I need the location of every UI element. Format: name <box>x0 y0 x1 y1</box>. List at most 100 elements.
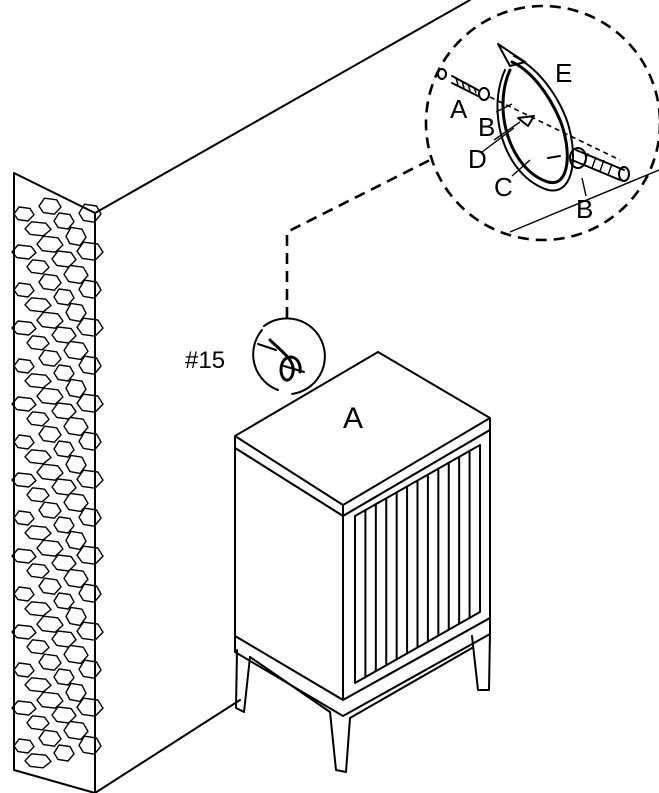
stone-shape <box>78 279 102 299</box>
stone-wall-edge <box>11 172 104 793</box>
stone-shape <box>11 472 37 488</box>
stone-shape <box>53 212 75 230</box>
detail-label-b-wall: B <box>478 112 495 142</box>
stone-shape <box>65 682 87 703</box>
stone-shape <box>65 302 87 323</box>
stone-shape <box>13 738 35 754</box>
strap-icon <box>268 338 302 382</box>
leg-front <box>329 711 351 773</box>
stone-shape <box>24 601 52 617</box>
stone-shape <box>51 478 77 496</box>
strap-callout: #15 <box>185 317 326 395</box>
stone-shape <box>36 539 64 557</box>
stone-shape <box>76 393 104 413</box>
stone-shape <box>76 469 104 489</box>
stone-shape <box>38 349 62 367</box>
stone-shape <box>63 416 89 437</box>
stone-shape <box>65 606 87 627</box>
detail-label-e: E <box>555 58 572 88</box>
stone-shape <box>38 197 62 215</box>
stone-shape <box>51 250 77 268</box>
stone-shape <box>11 320 37 336</box>
cabinet-screw-assembly <box>547 147 630 182</box>
stone-shape <box>13 662 35 678</box>
stone-shape <box>78 735 102 755</box>
stone-shape <box>26 487 50 503</box>
stone-shape <box>63 720 89 741</box>
stone-shape <box>38 653 62 671</box>
stone-shape <box>78 659 102 679</box>
detail-label-c: C <box>494 172 513 202</box>
callout-number: #15 <box>185 347 225 374</box>
stone-shape <box>51 402 77 420</box>
stone-shape <box>26 259 50 275</box>
stone-shape <box>13 586 35 602</box>
stone-shape <box>76 241 104 261</box>
stone-shape <box>78 203 102 223</box>
stone-shape <box>38 273 62 291</box>
stone-shape <box>26 411 50 427</box>
door-slats <box>364 449 471 679</box>
stone-shape <box>36 235 64 253</box>
stone-shape <box>11 396 37 412</box>
stone-shape <box>26 335 50 351</box>
stone-shape <box>38 729 62 747</box>
leg-front-right <box>471 631 491 691</box>
stone-shape <box>36 463 64 481</box>
stone-shape <box>51 554 77 572</box>
stone-shape <box>13 510 35 526</box>
stone-shape <box>65 530 87 551</box>
stone-shape <box>53 744 75 762</box>
stone-shape <box>78 507 102 527</box>
stone-shape <box>11 244 37 260</box>
stone-shape <box>51 706 77 724</box>
stone-shape <box>13 206 35 222</box>
stone-shape <box>13 358 35 374</box>
stone-shape <box>51 630 77 648</box>
stone-shape <box>36 691 64 709</box>
stone-shape <box>11 700 37 716</box>
stone-shape <box>65 454 87 475</box>
stone-shape <box>26 563 50 579</box>
detail-label-b-cabinet: B <box>576 194 593 224</box>
stone-shape <box>63 340 89 361</box>
stone-shape <box>76 621 104 641</box>
stone-shape <box>26 639 50 655</box>
stone-shape <box>24 677 52 693</box>
leader-line <box>285 158 431 318</box>
stone-shape <box>51 326 77 344</box>
stone-shape <box>36 615 64 633</box>
stone-shape <box>24 753 52 769</box>
stone-shape <box>13 434 35 450</box>
stone-shape <box>53 516 75 534</box>
detail-label-a: A <box>450 94 468 124</box>
stone-shape <box>63 264 89 285</box>
wall-screw-assembly <box>437 68 621 161</box>
stone-shape <box>76 697 104 717</box>
cabinet: A <box>234 351 491 773</box>
cabinet-label: A <box>343 402 363 435</box>
stone-shape <box>38 425 62 443</box>
stone-shape <box>63 644 89 665</box>
stone-shape <box>53 288 75 306</box>
stone-shape <box>11 624 37 640</box>
floor-line <box>94 699 241 793</box>
stone-shape <box>13 282 35 298</box>
stone-shape <box>53 668 75 686</box>
stone-shape <box>24 449 52 465</box>
stone-shape <box>53 592 75 610</box>
stone-shape <box>38 501 62 519</box>
stone-shape <box>76 545 104 565</box>
stone-shape <box>53 364 75 382</box>
stone-shape <box>24 297 52 313</box>
stone-shape <box>53 440 75 458</box>
detail-magnifier: E A B D C B <box>424 4 659 242</box>
stone-shape <box>38 577 62 595</box>
detail-label-d: D <box>468 144 487 174</box>
stone-shape <box>24 373 52 389</box>
stone-shape <box>65 226 87 247</box>
stone-shape <box>36 311 64 329</box>
stone-shape <box>65 378 87 399</box>
stone-shape <box>63 492 89 513</box>
stone-shape <box>76 317 104 337</box>
